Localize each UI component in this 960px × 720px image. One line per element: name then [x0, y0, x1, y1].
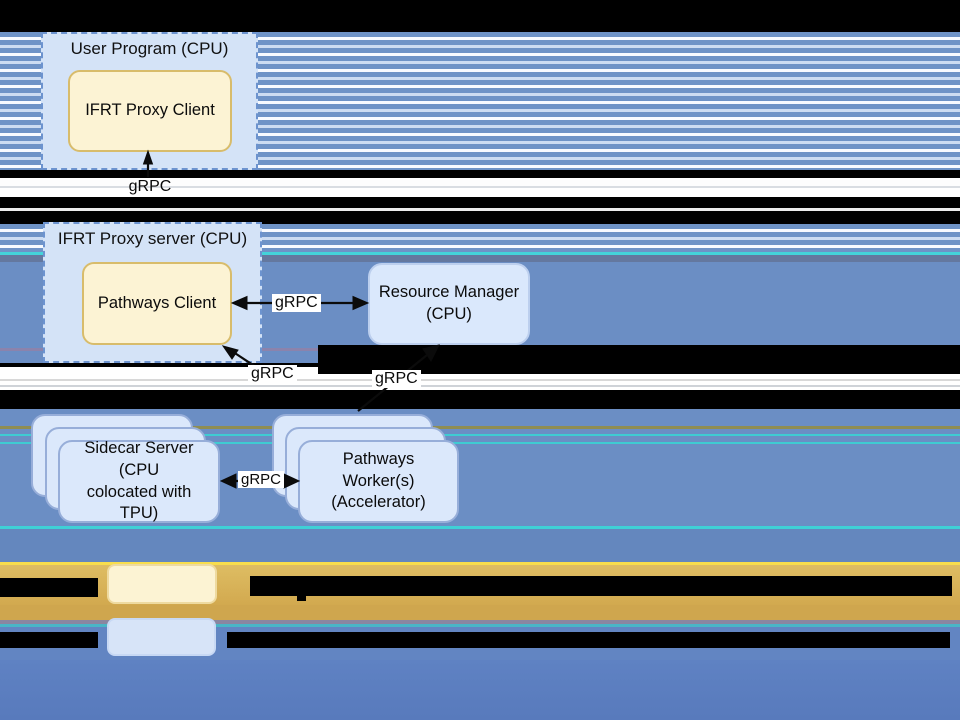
resource-manager-node: Resource Manager (CPU) [368, 263, 530, 345]
ifrt-proxy-client-node: IFRT Proxy Client [68, 70, 232, 152]
sidecar-server-label: Sidecar Server (CPU colocated with TPU) [66, 438, 212, 525]
resource-manager-label: Resource Manager (CPU) [379, 282, 519, 326]
pathways-worker-line1: Pathways Worker(s) [342, 449, 415, 490]
sidecar-server-line2: colocated with TPU) [86, 482, 192, 523]
grpc-label-sidecar-workers: gRPC [238, 471, 285, 488]
pathways-worker-line2: (Accelerator) [331, 493, 426, 512]
resource-manager-line1: Resource Manager [378, 283, 520, 302]
sidecar-server-line1: Sidecar Server (CPU [84, 438, 194, 479]
redacted-text-bar [0, 632, 98, 648]
user-program-title: User Program (CPU) [70, 39, 229, 58]
grpc-label-client-uplink: gRPC [128, 178, 172, 195]
pathways-client-label: Pathways Client [97, 293, 217, 312]
grpc-label-workers-client: gRPC [248, 365, 297, 383]
redacted-text-bar [0, 578, 98, 597]
pathways-worker-label: Pathways Worker(s) (Accelerator) [306, 449, 451, 514]
resource-manager-line2: (CPU) [426, 305, 472, 323]
redacted-legend-label-blue [227, 632, 950, 648]
pathways-client-node: Pathways Client [82, 262, 232, 345]
redacted-text-descender [297, 595, 306, 601]
grpc-label-workers-rm: gRPC [372, 370, 421, 388]
ifrt-proxy-server-title: IFRT Proxy server (CPU) [57, 229, 248, 248]
legend-swatch-yellow [107, 564, 217, 604]
ifrt-proxy-client-label: IFRT Proxy Client [85, 101, 215, 120]
legend-swatch-blue [107, 618, 216, 656]
pathways-worker-node: Pathways Worker(s) (Accelerator) [298, 440, 459, 523]
redacted-legend-label-yellow [250, 576, 952, 596]
grpc-label-client-rm: gRPC [272, 294, 321, 312]
sidecar-server-node: Sidecar Server (CPU colocated with TPU) [58, 438, 220, 525]
